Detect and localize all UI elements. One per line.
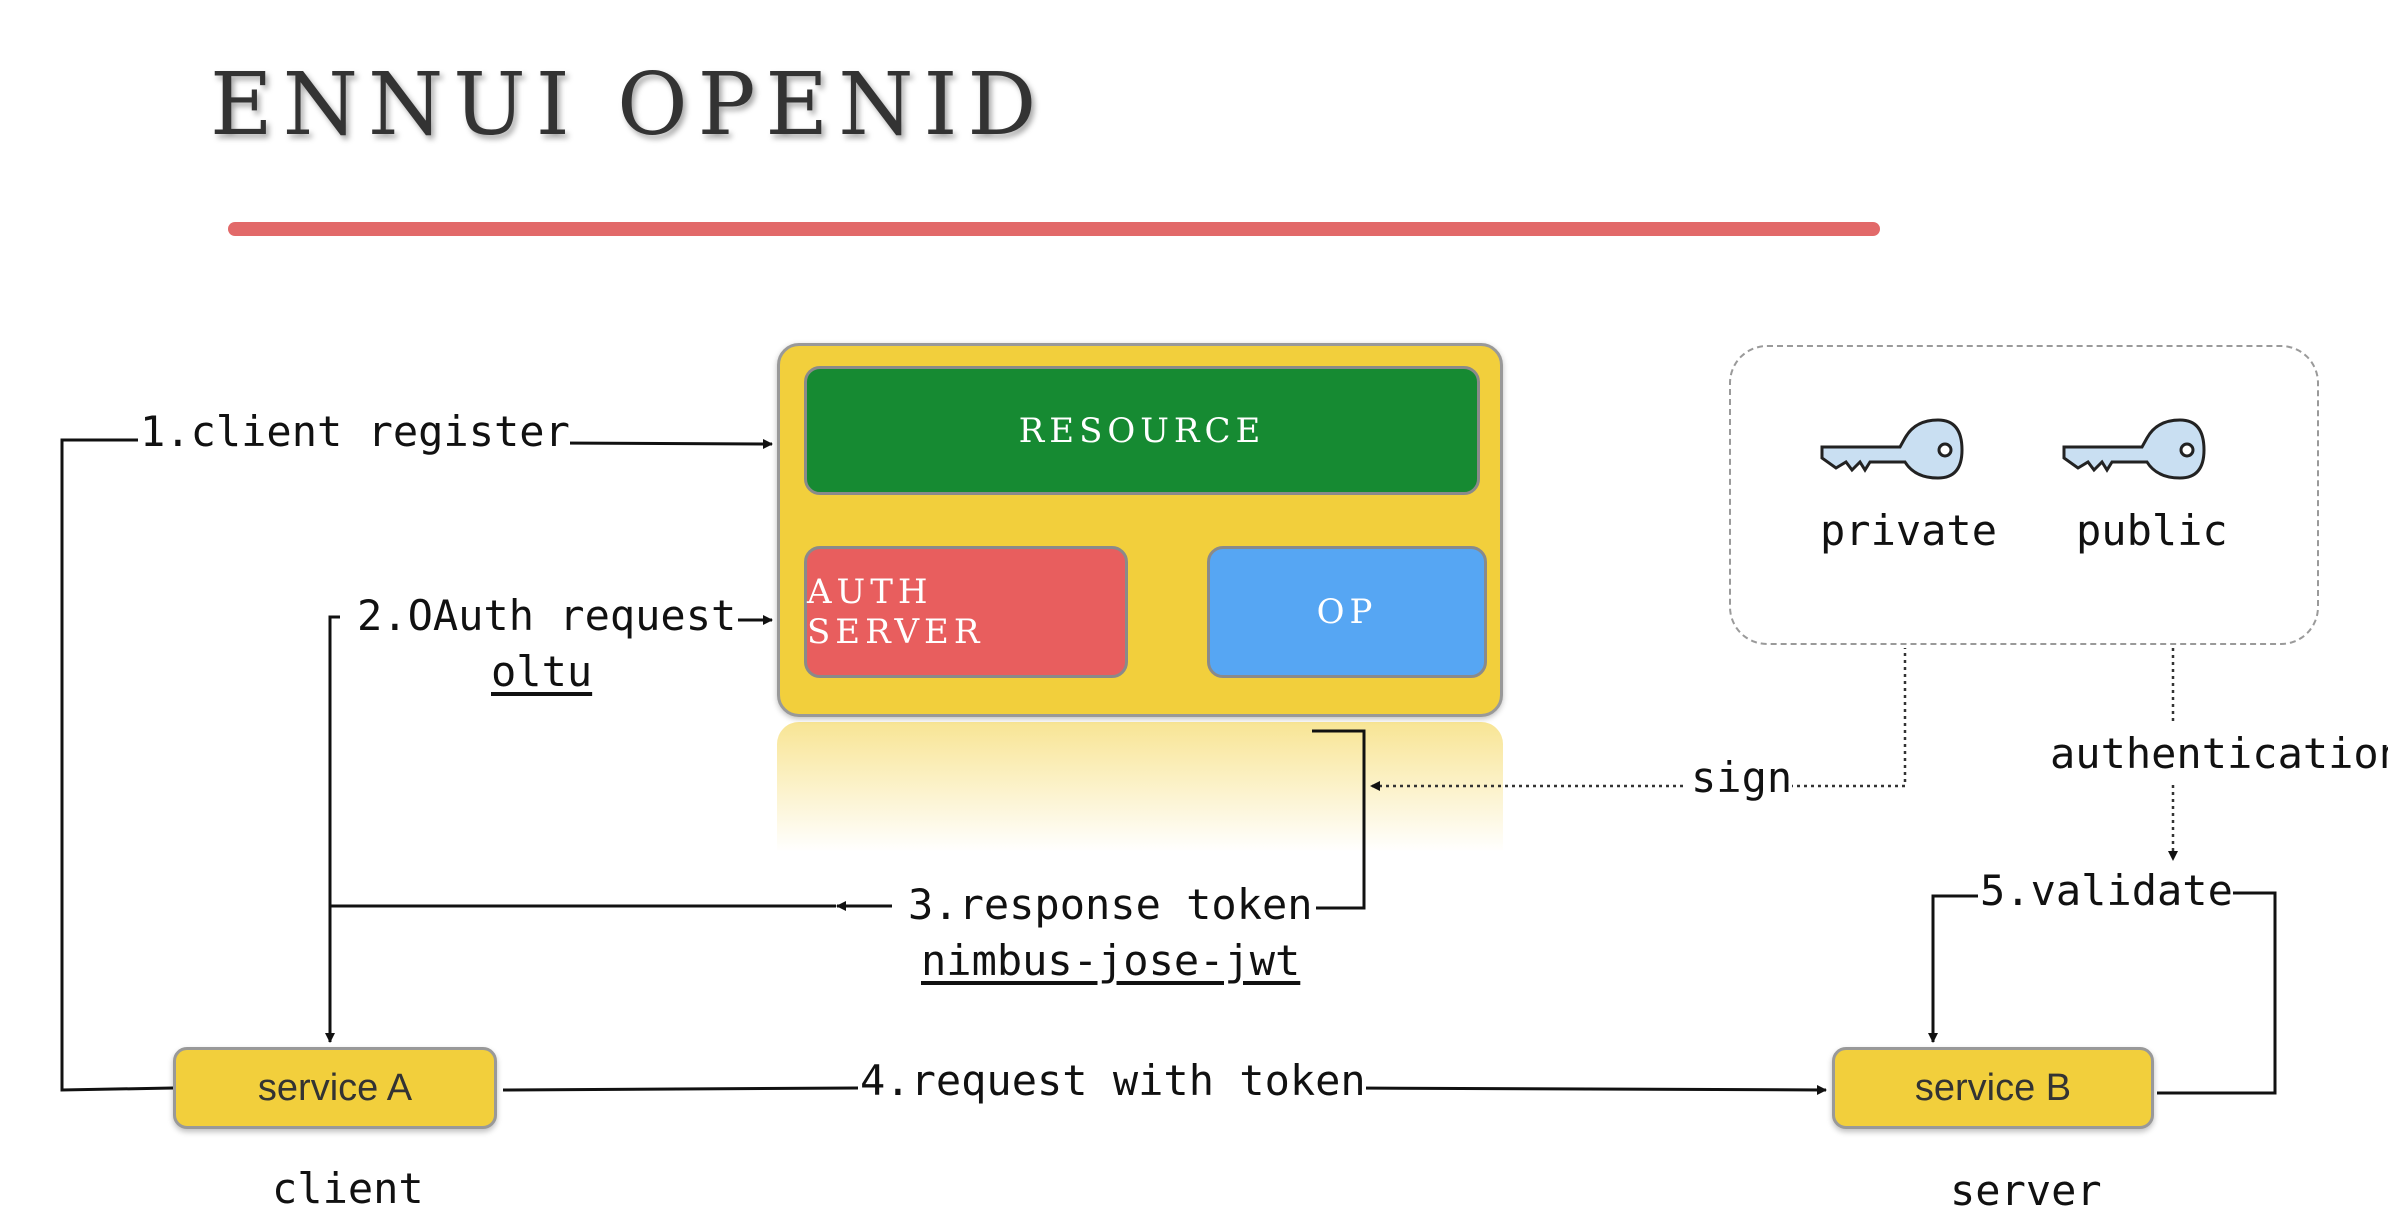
arrow-client-register-tail — [554, 438, 773, 449]
step-client-register: 1.client register — [140, 407, 570, 456]
authentication-label: authentication — [2050, 733, 2388, 775]
service-b-node: service B — [1832, 1047, 2154, 1129]
arrow-request-with-token-b — [1351, 1084, 1827, 1095]
key-pair-box — [1729, 345, 2319, 645]
arrow-client-register — [60, 438, 174, 1092]
arrow-oauth-vertical — [325, 615, 340, 1043]
arrow-validate-left — [1928, 894, 1978, 1043]
step-validate: 5.validate — [1980, 866, 2233, 915]
op-box: OP — [1207, 546, 1487, 678]
arrow-sign-right — [1790, 648, 1907, 788]
arrow-request-with-token-a — [502, 1086, 859, 1092]
private-key-label: private — [1820, 506, 1998, 555]
arrow-response-token-right — [1312, 729, 1366, 910]
arrow-validate-right — [2157, 891, 2277, 1095]
step-request-with-token: 4.request with token — [860, 1056, 1366, 1105]
step-response-token: 3.response token — [908, 880, 1313, 929]
public-key-icon — [2062, 418, 2206, 480]
server-role-label: server — [1950, 1166, 2102, 1215]
client-role-label: client — [272, 1164, 424, 1213]
resource-box: RESOURCE — [804, 366, 1480, 495]
sign-label: sign — [1691, 753, 1793, 802]
title-underline — [228, 222, 1880, 236]
page-title: ENNUI OPENID — [210, 55, 1047, 155]
service-a-node: service A — [173, 1047, 497, 1129]
private-key-icon — [1820, 418, 1964, 480]
public-key-label: public — [2076, 506, 2228, 555]
oauth-library-link[interactable]: oltu — [491, 647, 593, 696]
step-oauth-request: 2.OAuth request — [357, 591, 737, 640]
auth-server-box: AUTH SERVER — [804, 546, 1128, 678]
jwt-library-link[interactable]: nimbus-jose-jwt — [921, 936, 1301, 985]
